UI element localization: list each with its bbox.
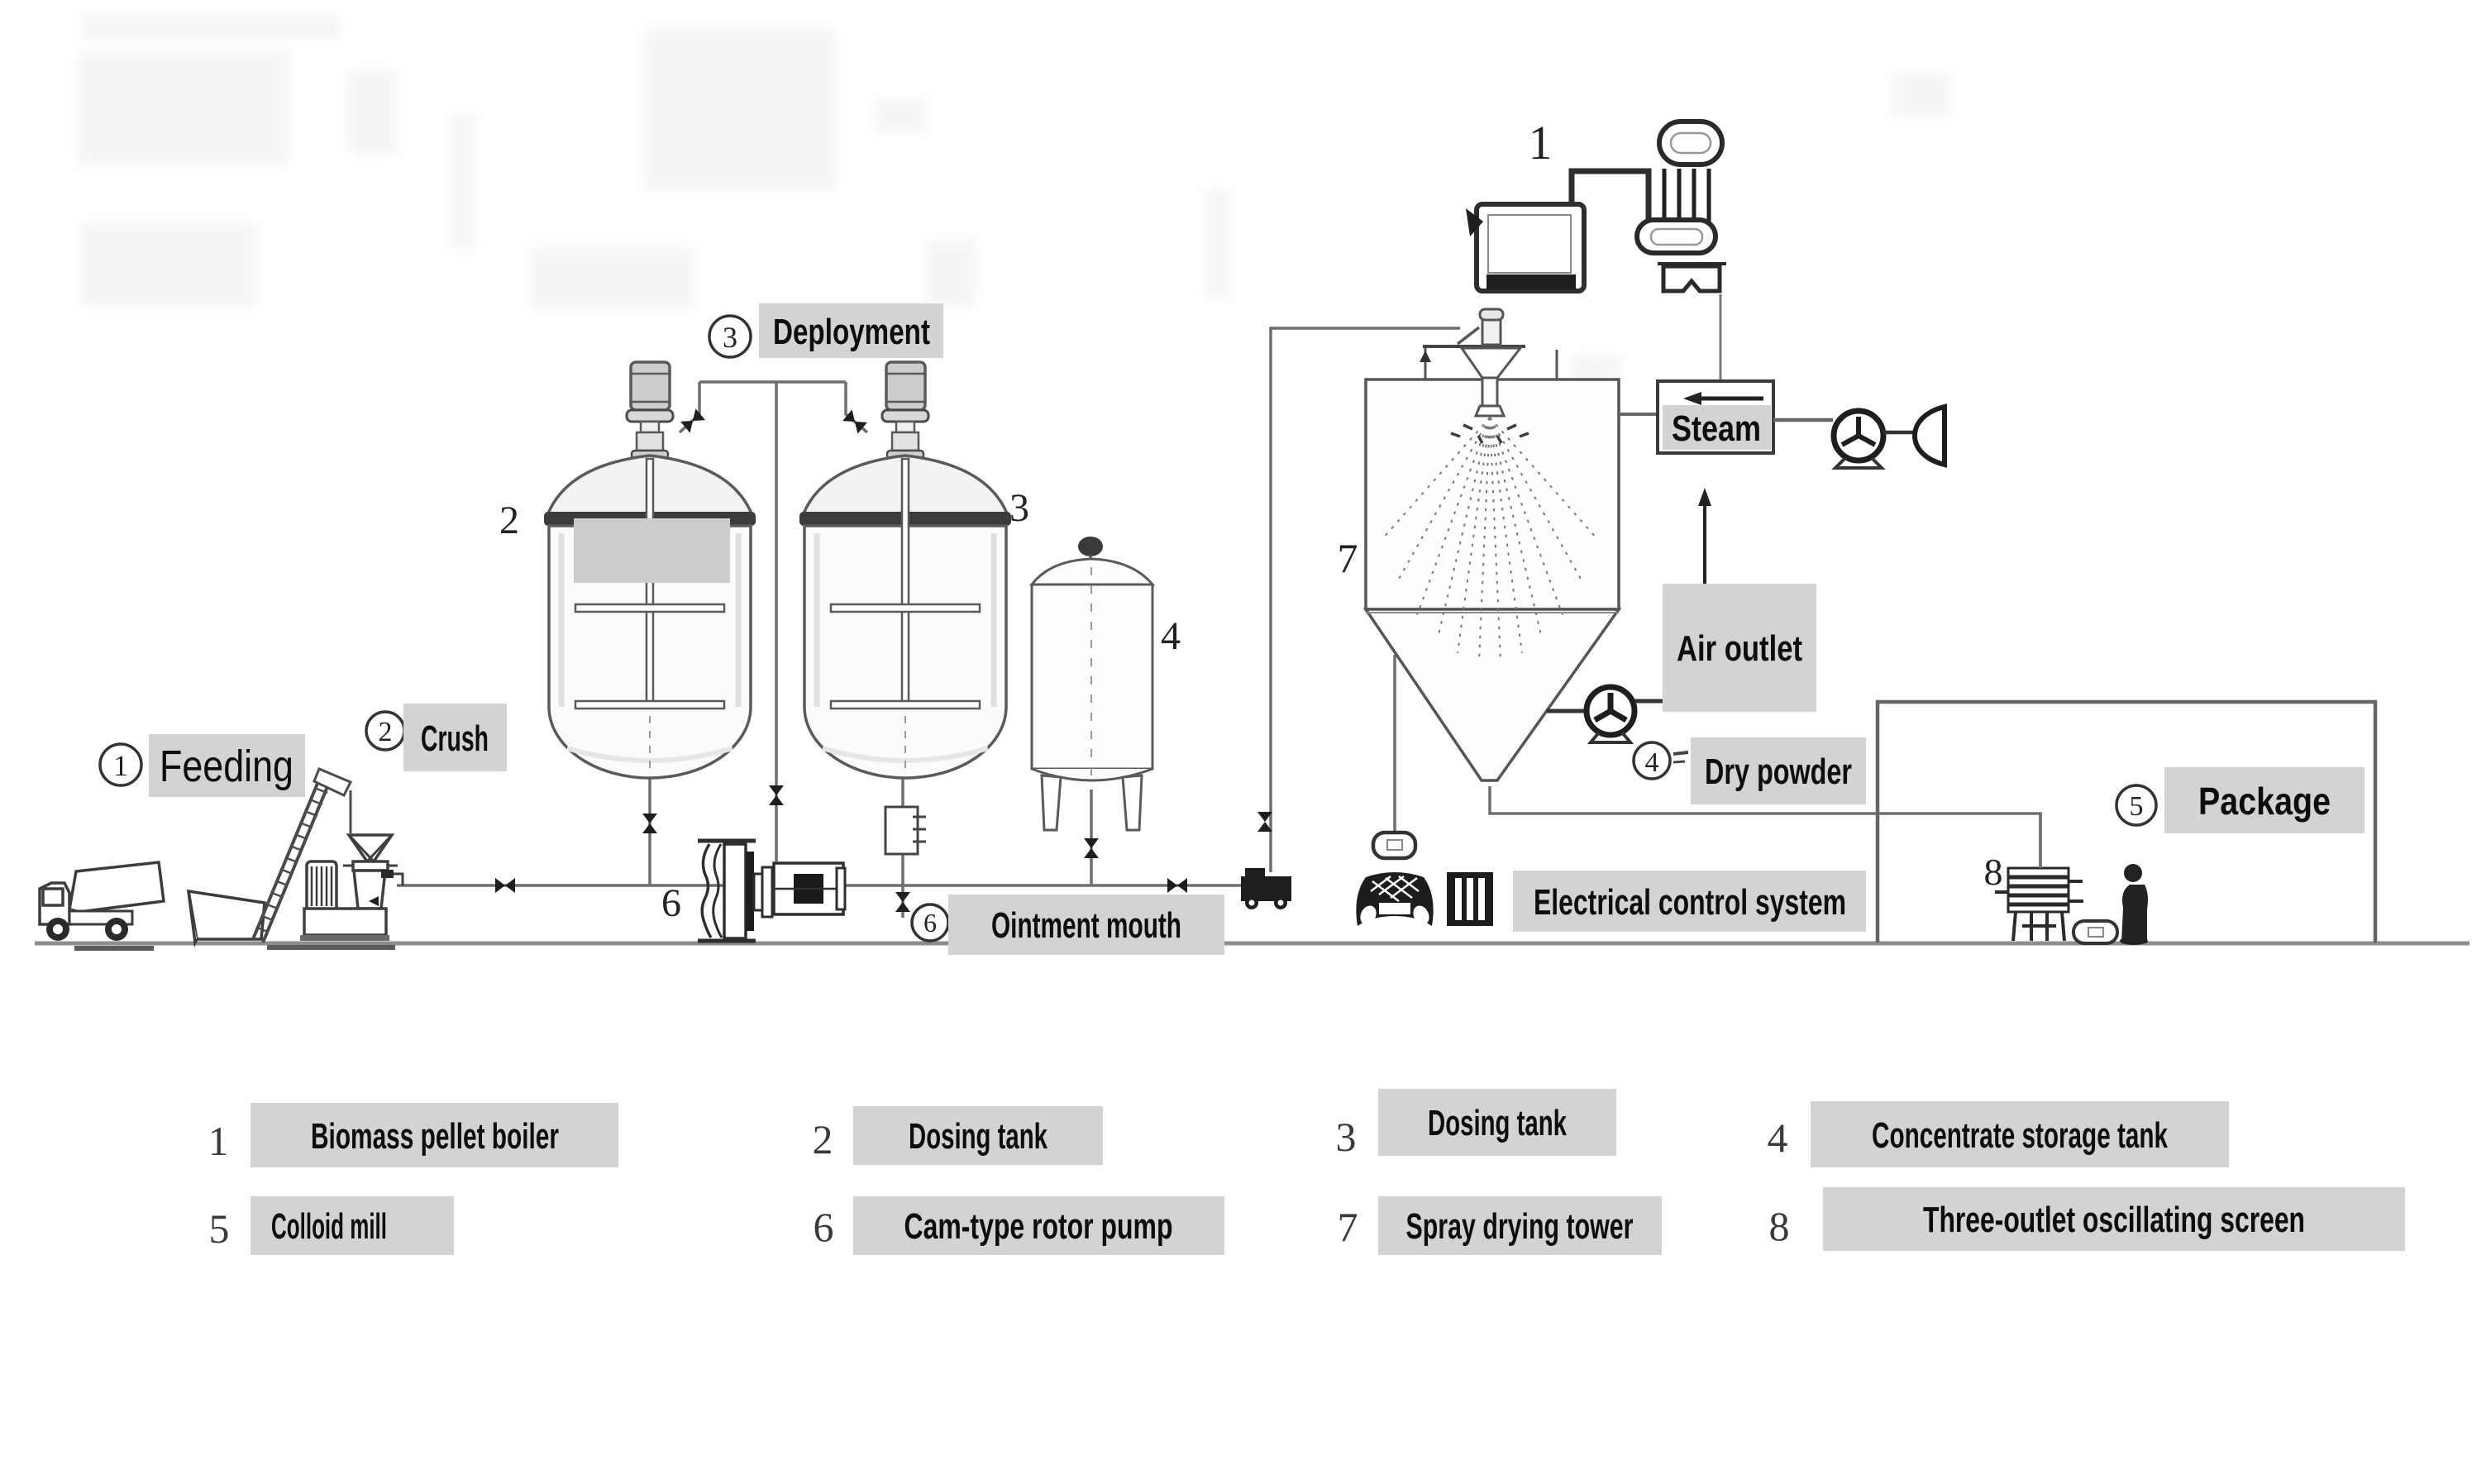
svg-text:2: 2 bbox=[813, 1116, 833, 1162]
svg-text:Three-outlet oscillating scree: Three-outlet oscillating screen bbox=[1923, 1200, 2305, 1240]
svg-text:1: 1 bbox=[113, 749, 128, 782]
svg-text:6: 6 bbox=[814, 1204, 834, 1250]
svg-text:Electrical control system: Electrical control system bbox=[1534, 882, 1846, 923]
svg-text:6: 6 bbox=[661, 881, 681, 925]
svg-text:Spray drying tower: Spray drying tower bbox=[1406, 1206, 1634, 1247]
svg-text:Dry powder: Dry powder bbox=[1705, 752, 1852, 792]
svg-text:5: 5 bbox=[209, 1205, 230, 1252]
svg-text:Dosing tank: Dosing tank bbox=[909, 1116, 1047, 1157]
svg-text:1: 1 bbox=[208, 1118, 229, 1164]
svg-text:4: 4 bbox=[1645, 747, 1659, 778]
svg-text:3: 3 bbox=[723, 321, 737, 354]
svg-text:Deployment: Deployment bbox=[773, 312, 930, 352]
svg-text:Air outlet: Air outlet bbox=[1677, 628, 1802, 669]
svg-text:Feeding: Feeding bbox=[160, 742, 293, 791]
svg-text:Ointment mouth: Ointment mouth bbox=[991, 905, 1181, 946]
svg-text:Concentrate storage tank: Concentrate storage tank bbox=[1872, 1115, 2168, 1156]
svg-text:6: 6 bbox=[923, 908, 937, 938]
svg-text:4: 4 bbox=[1768, 1114, 1788, 1161]
svg-text:8: 8 bbox=[1769, 1203, 1790, 1249]
svg-text:2: 2 bbox=[499, 499, 519, 542]
svg-text:3: 3 bbox=[1009, 486, 1029, 530]
svg-text:7: 7 bbox=[1338, 535, 1358, 581]
svg-text:5: 5 bbox=[2130, 791, 2144, 822]
svg-text:2: 2 bbox=[379, 717, 393, 747]
svg-text:4: 4 bbox=[1161, 614, 1181, 658]
svg-text:Package: Package bbox=[2198, 780, 2331, 823]
svg-text:Steam: Steam bbox=[1672, 408, 1761, 449]
svg-text:7: 7 bbox=[1338, 1204, 1358, 1250]
svg-text:Crush: Crush bbox=[421, 718, 489, 759]
svg-text:Dosing tank: Dosing tank bbox=[1428, 1103, 1567, 1143]
svg-text:3: 3 bbox=[1336, 1114, 1357, 1160]
svg-text:Cam-type rotor pump: Cam-type rotor pump bbox=[904, 1206, 1173, 1247]
svg-text:Colloid mill: Colloid mill bbox=[271, 1206, 387, 1247]
svg-text:Biomass pellet boiler: Biomass pellet boiler bbox=[311, 1116, 559, 1157]
svg-text:8: 8 bbox=[1984, 851, 2003, 893]
svg-text:1: 1 bbox=[1529, 116, 1553, 169]
